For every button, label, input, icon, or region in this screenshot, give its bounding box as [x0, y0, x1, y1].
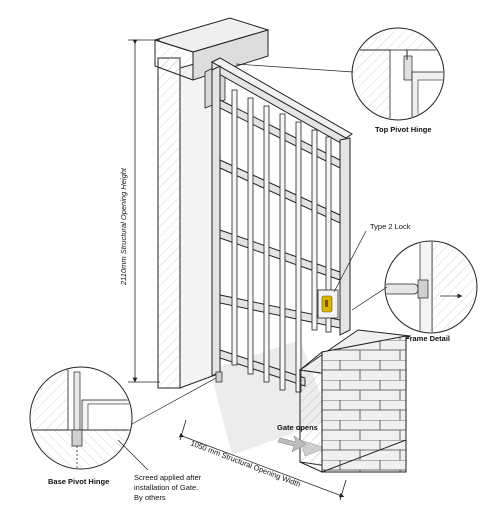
- top-pivot-hinge-detail: [351, 27, 445, 121]
- lock-leader: [333, 230, 367, 293]
- width-dimension: [178, 419, 347, 501]
- screed-leader: [117, 439, 149, 471]
- right-brick-wall: [298, 329, 412, 473]
- gate-opens-arrow: [277, 435, 307, 453]
- screed-note-line2: installation of Gate.: [134, 483, 198, 492]
- frame-detail-leader: [351, 286, 388, 311]
- frame-detail: [384, 240, 478, 334]
- type2-lock: [317, 289, 339, 319]
- base-pivot-hinge-label: Base Pivot Hinge: [48, 477, 109, 486]
- left-wall-pillar: [153, 17, 270, 389]
- screed-note-line3: By others: [134, 493, 166, 502]
- top-hinge-leader: [235, 63, 354, 73]
- base-pivot-hinge-detail: [29, 366, 133, 470]
- top-pivot-hinge-label: Top Pivot Hinge: [375, 125, 432, 134]
- gate-opens-label: Gate opens: [277, 423, 318, 432]
- gate-bars: [231, 89, 332, 393]
- type2-lock-label: Type 2 Lock: [370, 222, 411, 231]
- height-dimension-label: 2110mm Structural Opening Height: [119, 167, 128, 286]
- frame-detail-label: Frame Detail: [405, 334, 450, 343]
- height-dimension: [128, 39, 160, 383]
- base-pivot: [215, 371, 223, 383]
- base-hinge-leader: [131, 377, 217, 425]
- screed-note-line1: Screed applied after: [134, 473, 202, 482]
